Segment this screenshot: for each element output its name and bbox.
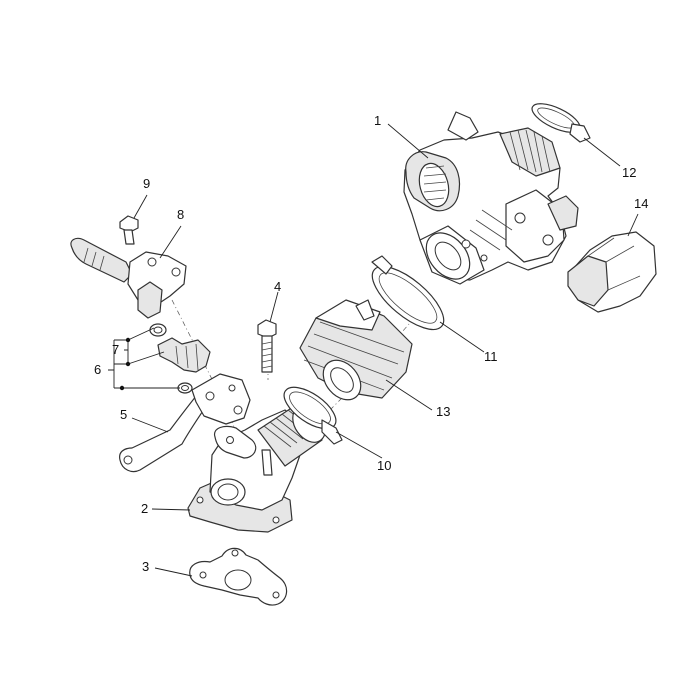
callout-11: 11 <box>484 349 498 364</box>
leader-8 <box>159 225 182 259</box>
callout-13: 13 <box>436 404 451 419</box>
callout-6: 6 <box>94 362 102 377</box>
callout-10: 10 <box>377 458 392 473</box>
leader-1 <box>387 123 429 159</box>
callout-4: 4 <box>274 279 282 294</box>
fuel-injector-connector-part <box>70 237 187 319</box>
manifold-screw-part <box>257 319 277 373</box>
callout-7: 7 <box>112 342 120 357</box>
hose-clamp-upper-part <box>371 255 445 331</box>
manifold-gasket-part <box>189 547 288 606</box>
bracket-dot <box>125 361 131 367</box>
leader-4 <box>269 291 279 323</box>
callout-5: 5 <box>120 407 128 422</box>
callout-8: 8 <box>177 207 185 222</box>
injector-kit-parts <box>149 323 211 394</box>
intake-manifold-part <box>187 404 326 533</box>
support-bracket-part <box>119 373 251 473</box>
leader-14 <box>627 213 639 237</box>
intake-clamp-part <box>531 103 591 143</box>
callout-14: 14 <box>634 196 649 211</box>
leader-11 <box>439 321 485 353</box>
leader-12 <box>583 137 621 167</box>
bracket-dot <box>125 337 131 343</box>
ecu-connector-cover-part <box>567 231 657 313</box>
leader-2 <box>151 508 191 511</box>
leader-9 <box>133 194 148 219</box>
leader-7a <box>127 327 155 341</box>
leader-3 <box>154 567 193 577</box>
callout-3: 3 <box>142 559 150 574</box>
leader-5 <box>131 417 169 433</box>
callout-9: 9 <box>143 176 151 191</box>
injector-bolt-part <box>119 215 139 245</box>
callout-12: 12 <box>622 165 637 180</box>
group-bracket-7 <box>124 340 129 364</box>
leader-13 <box>385 379 433 411</box>
intake-sleeve-part <box>299 299 413 401</box>
hose-clamp-lower-part <box>283 386 343 445</box>
throttle-body-part <box>403 111 579 285</box>
bracket-dot <box>119 385 125 391</box>
callout-1: 1 <box>374 113 382 128</box>
leader-7b <box>127 351 165 365</box>
leader-10 <box>335 431 383 459</box>
group-bracket-6 <box>108 339 128 389</box>
callout-2: 2 <box>141 501 149 516</box>
